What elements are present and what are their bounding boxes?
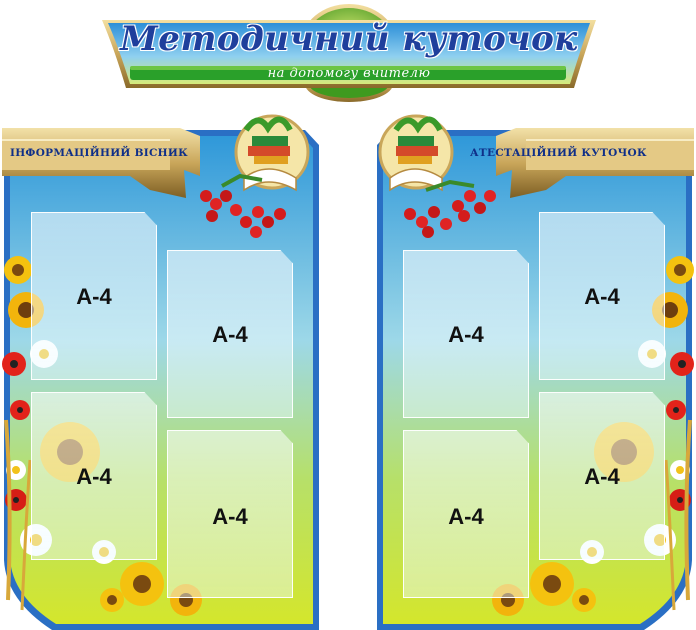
right-pocket-3-label: А-4: [448, 504, 484, 529]
left-pocket-3: [31, 392, 157, 560]
header-banner: Методичний куточок на допомогу вчителю: [96, 2, 602, 102]
right-pocket-4-label: А-4: [584, 464, 620, 489]
left-pocket-4: [167, 430, 293, 598]
right-pocket-2-label: А-4: [584, 284, 620, 309]
left-pocket-1: [31, 212, 157, 380]
header-banner-shape: [102, 4, 596, 102]
books-icon: [234, 114, 310, 192]
rowan-berries-icon: [404, 179, 496, 238]
rowan-berries-icon: [200, 173, 286, 238]
left-pocket-4-label: А-4: [212, 504, 248, 529]
wheat-icon: [664, 419, 692, 611]
page-subtitle: на допомогу вчителю: [267, 66, 431, 81]
right-ribbon-label: АТЕСТАЦІЙНИЙ КУТОЧОК: [470, 147, 647, 159]
wheat-icon: [4, 419, 32, 611]
right-pocket-2: [539, 212, 665, 380]
right-pocket-1-label: А-4: [448, 322, 484, 347]
left-ribbon-label: ІНФОРМАЦІЙНИЙ ВІСНИК: [10, 147, 188, 159]
right-pocket-3: [403, 430, 529, 598]
right-pocket-4: [539, 392, 665, 560]
books-icon: [378, 114, 454, 192]
right-pocket-1: [403, 250, 529, 418]
page-title: Методичний куточок: [120, 19, 578, 59]
left-pocket-2: [167, 250, 293, 418]
left-pocket-2-label: А-4: [212, 322, 248, 347]
left-pocket-3-label: А-4: [76, 464, 112, 489]
left-pocket-1-label: А-4: [76, 284, 112, 309]
